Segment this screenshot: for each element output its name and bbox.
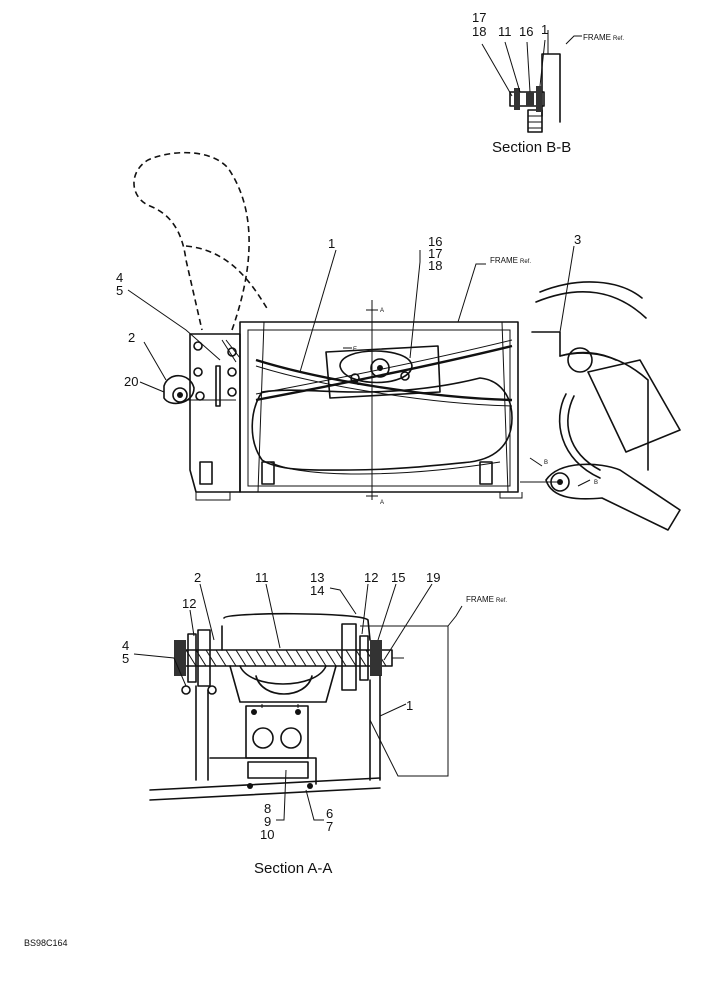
callout-1: 1 <box>328 236 335 251</box>
callout-8: 8 <box>264 801 271 816</box>
callout-12-left: 12 <box>182 596 196 611</box>
callout-3: 3 <box>574 232 581 247</box>
cut-letter-b-right: B <box>594 480 598 486</box>
callout-18: 18 <box>472 24 486 39</box>
cut-letter-a-bottom: A <box>380 500 384 506</box>
callout-10: 10 <box>260 827 274 842</box>
left-nut-stack <box>174 640 186 676</box>
frame-plate <box>541 53 561 123</box>
callout-11: 11 <box>498 24 512 39</box>
callout-13: 13 <box>310 570 324 585</box>
left-bracket <box>189 333 241 493</box>
callout-7: 7 <box>326 819 333 834</box>
callout-11: 11 <box>255 570 269 585</box>
callout-19: 19 <box>426 570 440 585</box>
frame-ref-outline <box>369 626 449 777</box>
callout-20: 20 <box>124 374 138 389</box>
callout-1: 1 <box>406 698 413 713</box>
callout-15: 15 <box>391 570 405 585</box>
callout-16: 16 <box>428 234 442 249</box>
section-a-caption: Section A-A <box>254 860 332 877</box>
callout-9: 9 <box>264 814 271 829</box>
callout-17: 17 <box>428 246 442 261</box>
callout-4: 4 <box>116 270 123 285</box>
cut-letter-a-top: A <box>380 308 384 314</box>
callout-14: 14 <box>310 583 324 598</box>
right-nut-stack <box>370 640 382 676</box>
callout-5: 5 <box>122 651 129 666</box>
callout-18: 18 <box>428 258 442 273</box>
callout-2: 2 <box>194 570 201 585</box>
section-b-caption: Section B-B <box>492 139 571 156</box>
callout-2: 2 <box>128 330 135 345</box>
strap-a <box>255 358 513 402</box>
strap-b <box>255 344 513 402</box>
callout-17: 17 <box>472 10 486 25</box>
callout-5: 5 <box>116 283 123 298</box>
stud <box>527 109 543 133</box>
svg-text:E: E <box>357 381 361 387</box>
seat-cushion <box>251 377 513 471</box>
callout-1: 1 <box>541 22 548 37</box>
seat-phantom-outline <box>133 151 250 331</box>
svg-text:E: E <box>353 347 357 353</box>
drawing-code: BS98C164 <box>24 938 68 948</box>
suspension-plate <box>325 345 441 399</box>
main-side-view: E E A A <box>116 151 681 531</box>
callout-12-top: 12 <box>364 570 378 585</box>
cut-letter-b-left: B <box>544 460 548 466</box>
callout-16: 16 <box>519 24 533 39</box>
callout-4: 4 <box>122 638 129 653</box>
callout-6: 6 <box>326 806 333 821</box>
